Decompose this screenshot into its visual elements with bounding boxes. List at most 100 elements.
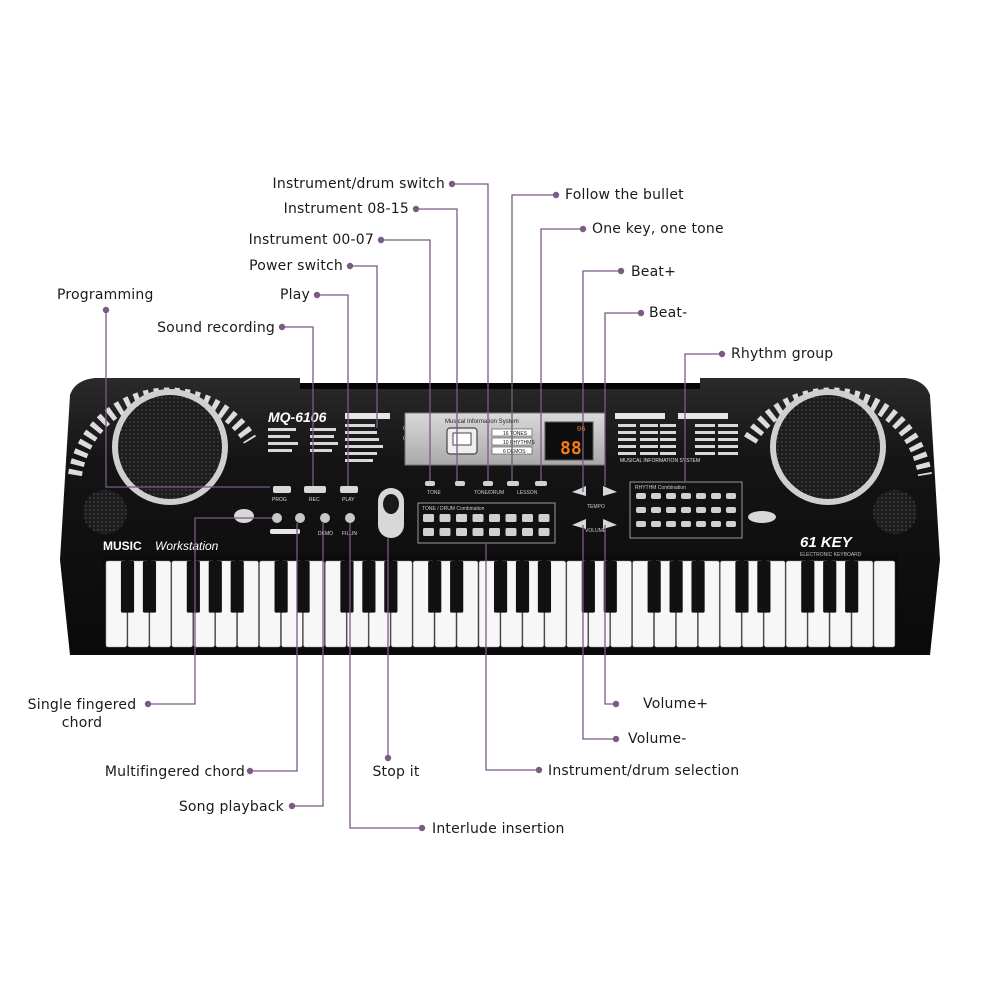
rhythm-button[interactable] xyxy=(696,493,706,499)
label-follow-the-bullet: Follow the bullet xyxy=(565,187,684,203)
black-key[interactable] xyxy=(537,561,552,613)
tone-drum-button[interactable] xyxy=(439,514,451,522)
black-key[interactable] xyxy=(603,561,617,613)
tone-drum-button[interactable] xyxy=(522,514,533,522)
stop-button[interactable] xyxy=(378,488,404,538)
black-key[interactable] xyxy=(362,561,376,613)
black-key[interactable] xyxy=(450,561,464,613)
programming-button[interactable] xyxy=(273,486,291,493)
black-key[interactable] xyxy=(186,561,200,613)
rhythm-button[interactable] xyxy=(711,521,721,527)
black-key[interactable] xyxy=(823,561,837,613)
svg-text:DEMO: DEMO xyxy=(318,531,333,537)
tone-drum-button[interactable] xyxy=(489,514,500,522)
label-sound-recording: Sound recording xyxy=(157,320,275,336)
black-key[interactable] xyxy=(845,561,859,613)
rhythm-button[interactable] xyxy=(681,507,691,513)
label-instrument-00-07: Instrument 00-07 xyxy=(248,232,374,248)
rhythm-button[interactable] xyxy=(636,493,646,499)
tone-drum-button[interactable] xyxy=(456,528,467,536)
black-key[interactable] xyxy=(669,561,683,613)
rhythm-button[interactable] xyxy=(636,507,646,513)
rhythm-button[interactable] xyxy=(681,493,691,499)
rhythm-button[interactable] xyxy=(681,521,691,527)
tone-drum-button[interactable] xyxy=(538,528,550,536)
key-count: 61 KEY xyxy=(800,534,854,551)
tone-drum-button[interactable] xyxy=(423,528,434,536)
label-instrument-08-15: Instrument 08-15 xyxy=(283,201,409,217)
rhythm-button[interactable] xyxy=(636,521,646,527)
black-key[interactable] xyxy=(230,561,244,613)
black-key[interactable] xyxy=(515,561,530,613)
tone-drum-button[interactable] xyxy=(505,514,517,522)
tone-drum-button[interactable] xyxy=(472,514,484,522)
rhythms-count: 10 RHYTHMS xyxy=(503,440,535,446)
rhythm-button[interactable] xyxy=(726,507,736,513)
tone-drum-button[interactable] xyxy=(538,514,550,522)
tone-drum-button[interactable] xyxy=(505,528,517,536)
label-single-fingered-line1: Single fingered xyxy=(27,697,137,713)
white-key[interactable] xyxy=(873,560,896,648)
rhythm-button[interactable] xyxy=(726,493,736,499)
black-key[interactable] xyxy=(428,561,442,613)
label-rhythm-group: Rhythm group xyxy=(731,346,834,362)
leader-dots xyxy=(102,180,726,832)
rhythm-button[interactable] xyxy=(651,493,661,499)
label-interlude-insertion: Interlude insertion xyxy=(432,821,565,837)
tone-drum-button[interactable] xyxy=(456,514,467,522)
fill-in-button[interactable] xyxy=(345,513,355,523)
black-key[interactable] xyxy=(384,561,398,613)
rhythm-button[interactable] xyxy=(696,507,706,513)
rhythm-button[interactable] xyxy=(666,493,676,499)
black-key[interactable] xyxy=(493,561,508,613)
rhythm-button[interactable] xyxy=(726,521,736,527)
rhythm-button[interactable] xyxy=(651,521,661,527)
volume-plus-button[interactable] xyxy=(603,519,617,529)
rhythm-button[interactable] xyxy=(711,507,721,513)
black-key[interactable] xyxy=(142,561,157,613)
series-suffix: Workstation xyxy=(155,539,219,553)
black-key[interactable] xyxy=(735,561,749,613)
rhythm-button[interactable] xyxy=(711,493,721,499)
multi-chord-button[interactable] xyxy=(295,513,305,523)
label-beat-minus: Beat- xyxy=(649,305,688,321)
rhythm-button[interactable] xyxy=(666,521,676,527)
black-key[interactable] xyxy=(296,561,310,613)
tone-drum-button[interactable] xyxy=(522,528,533,536)
tempo-minus-button[interactable] xyxy=(603,486,617,496)
tone-drum-section: TONE TONE/DRUM LESSON TONE / DRUM Combin… xyxy=(417,481,556,544)
svg-text:TONE/DRUM: TONE/DRUM xyxy=(474,490,504,496)
label-beat-plus: Beat+ xyxy=(631,264,677,280)
tone-drum-button[interactable] xyxy=(472,528,484,536)
rhythm-button[interactable] xyxy=(696,521,706,527)
black-key[interactable] xyxy=(801,561,815,613)
tone-drum-button[interactable] xyxy=(423,514,434,522)
black-key[interactable] xyxy=(340,561,354,613)
piano-keys xyxy=(105,560,896,648)
black-key[interactable] xyxy=(691,561,705,613)
black-key[interactable] xyxy=(581,561,595,613)
rhythm-button[interactable] xyxy=(651,507,661,513)
demo-button[interactable] xyxy=(320,513,330,523)
label-power-switch: Power switch xyxy=(249,258,343,274)
info-display-panel: Musical Information System 16 TONES 10 R… xyxy=(404,412,606,466)
play-button[interactable] xyxy=(340,486,358,493)
black-key[interactable] xyxy=(757,561,771,613)
info-title: Musical Information System xyxy=(445,419,519,425)
record-button[interactable] xyxy=(304,486,326,493)
black-key[interactable] xyxy=(120,561,135,613)
black-key[interactable] xyxy=(274,561,288,613)
rhythm-button[interactable] xyxy=(666,507,676,513)
tone-drum-button[interactable] xyxy=(439,528,451,536)
svg-text:REC: REC xyxy=(309,497,320,503)
svg-text:PROG: PROG xyxy=(272,497,287,503)
black-key[interactable] xyxy=(208,561,222,613)
label-volume-plus: Volume+ xyxy=(643,696,709,712)
svg-text:VOLUME: VOLUME xyxy=(585,528,607,534)
single-chord-button[interactable] xyxy=(272,513,282,523)
black-key[interactable] xyxy=(647,561,661,613)
label-programming: Programming xyxy=(57,287,154,303)
tone-drum-button[interactable] xyxy=(489,528,500,536)
svg-text:TONE: TONE xyxy=(427,490,441,496)
